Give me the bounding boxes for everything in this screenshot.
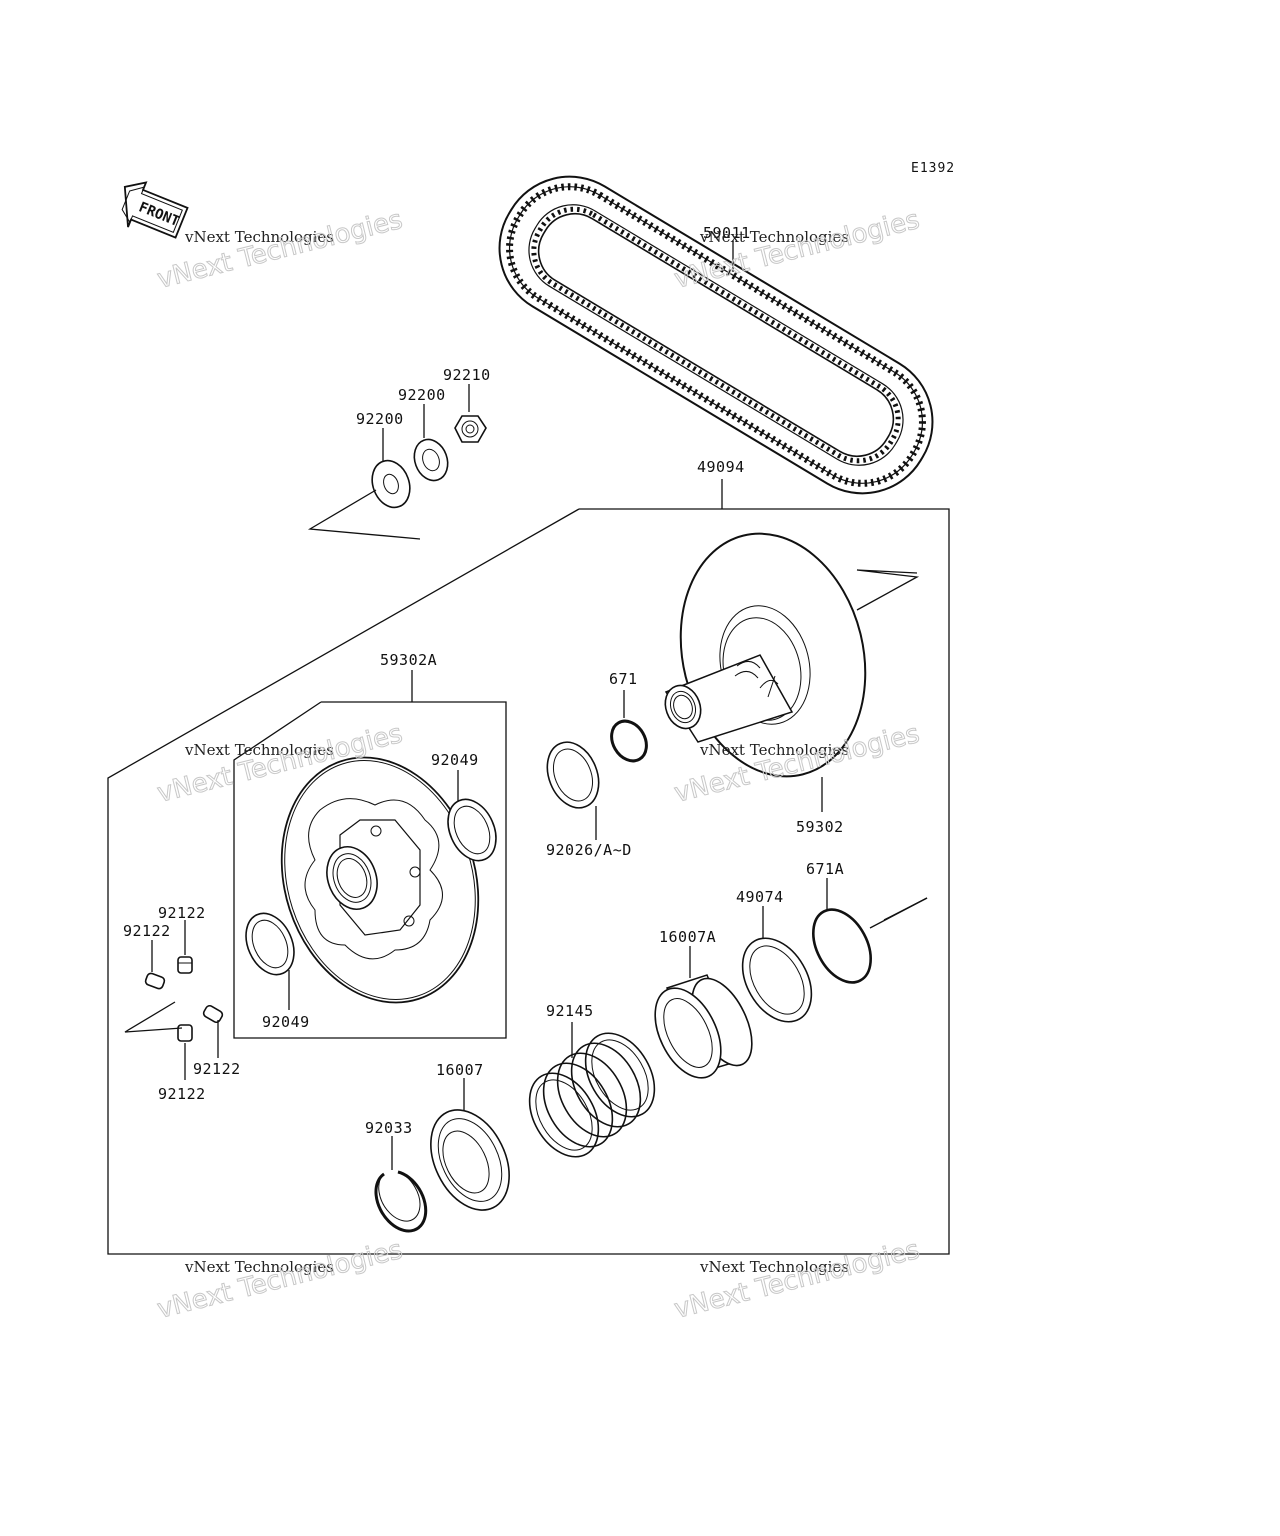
diagram-code: E1392	[911, 161, 955, 176]
oring-671	[610, 690, 648, 763]
svg-text:vNext Technologies: vNext Technologies	[699, 228, 849, 246]
assembly-frame	[107, 508, 950, 1255]
cam-49074	[741, 906, 813, 1023]
label-bearing: 16007	[436, 1061, 484, 1079]
seal-92049-top	[447, 770, 497, 862]
bearing-16007	[430, 1078, 510, 1211]
label-fixed-sheave: 59302A	[380, 651, 437, 669]
svg-text:vNext Technologies: vNext Technologies	[184, 1258, 334, 1276]
svg-text:vNext Technologies: vNext Technologies	[184, 741, 334, 759]
watermark: vNext Technologies vNext Technologies	[671, 1234, 923, 1325]
label-nut: 92210	[443, 366, 491, 384]
label-bearing-a: 16007A	[659, 928, 716, 946]
svg-text:vNext Technologies: vNext Technologies	[154, 205, 405, 295]
watermark: vNext Technologies vNext Technologies	[154, 204, 406, 295]
label-grease-fit-3: 92122	[193, 1060, 241, 1078]
label-assembly: 49094	[697, 458, 745, 476]
label-shim: 92026/A~D	[546, 841, 632, 859]
washer-92200-b	[413, 404, 449, 482]
label-cam: 49074	[736, 888, 784, 906]
label-grease-fit-2: 92122	[123, 922, 171, 940]
svg-text:vNext Technologies: vNext Technologies	[154, 1235, 405, 1325]
fixed-sheave-59302A	[280, 756, 480, 1004]
oring-671A	[812, 878, 928, 984]
movable-sheave-59302	[664, 532, 920, 812]
shim-92026	[546, 741, 600, 840]
label-circlip: 92033	[365, 1119, 413, 1137]
label-oring: 671	[609, 670, 638, 688]
label-belt: 59011	[703, 224, 751, 242]
label-grease-fit-4: 92122	[158, 1085, 206, 1103]
label-seal-bottom: 92049	[262, 1013, 310, 1031]
drive-belt	[498, 175, 934, 495]
spring-92145	[528, 1022, 656, 1158]
watermark: vNext Technologies vNext Technologies	[154, 1234, 406, 1325]
bearing-16007A	[654, 946, 753, 1079]
front-arrow-icon: FRONT	[121, 181, 189, 239]
label-washer-b: 92200	[398, 386, 446, 404]
label-spring: 92145	[546, 1002, 594, 1020]
label-grease-fit-1: 92122	[158, 904, 206, 922]
fixed-sheave-frame	[233, 701, 507, 1039]
nut-92210	[454, 384, 487, 443]
circlip-92033	[374, 1136, 428, 1233]
label-washer-a: 92200	[356, 410, 404, 428]
label-oring-large: 671A	[806, 860, 844, 878]
washer-92200-a	[307, 428, 421, 540]
label-movable-sheave: 59302	[796, 818, 844, 836]
seal-92049-bottom	[245, 912, 295, 1010]
svg-text:vNext Technologies: vNext Technologies	[671, 1235, 922, 1325]
svg-text:vNext Technologies: vNext Technologies	[699, 741, 849, 759]
svg-text:vNext Technologies: vNext Technologies	[184, 228, 334, 246]
grease-fittings-92122	[124, 920, 224, 1080]
label-seal-top: 92049	[431, 751, 479, 769]
svg-text:vNext Technologies: vNext Technologies	[699, 1258, 849, 1276]
